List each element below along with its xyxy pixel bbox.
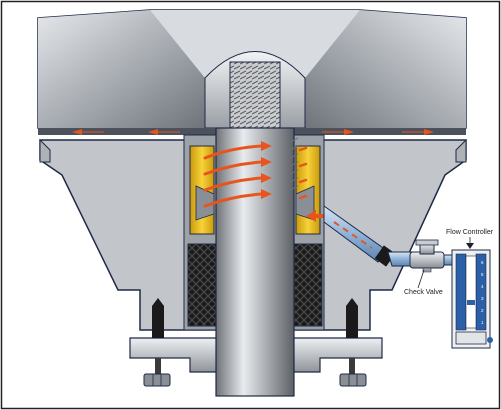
- gauge-float: [467, 300, 475, 305]
- right-flow-dashes: [298, 146, 308, 200]
- threaded-bore: [229, 61, 281, 129]
- swirl-arrow-3: [203, 176, 264, 192]
- orange-arrow-icon: [322, 129, 354, 135]
- gauge-tube: [465, 255, 477, 329]
- top-cover-ridge: [150, 10, 360, 78]
- pump-shaft: [215, 127, 295, 397]
- gland-plate-left: [129, 337, 217, 373]
- gauge-tick: 1: [481, 320, 484, 325]
- flow-controller-label: Flow Controller: [446, 229, 494, 236]
- gauge-strip-right: [475, 253, 487, 331]
- swirl-flow-arrows: [203, 144, 264, 208]
- check-valve: [409, 239, 445, 273]
- check-valve-label: Check Valve: [404, 289, 443, 296]
- orange-arrow-icon: [261, 189, 272, 199]
- swirl-arrow-2: [203, 160, 264, 176]
- lantern-ring-left-groove: [195, 185, 215, 221]
- packing-left: [187, 243, 217, 327]
- orange-arrow-icon: [261, 157, 272, 167]
- top-cover-right-face: [305, 10, 466, 128]
- gauge-tick: 5: [481, 272, 484, 277]
- top-cover-left-face: [38, 10, 205, 128]
- swirl-arrow-1: [203, 144, 264, 160]
- bolt-icon: [152, 298, 164, 376]
- right-flange-notch: [455, 138, 467, 163]
- orange-arrow-icon: [72, 129, 104, 135]
- flow-controller: [451, 249, 493, 349]
- orange-arrow-icon: [306, 210, 336, 222]
- lantern-ring-right-groove: [295, 185, 315, 221]
- gauge-ticks: 6 5 4 3 2 1: [481, 260, 484, 325]
- gauge-tick: 6: [481, 260, 484, 265]
- tube-fitting: [374, 245, 396, 267]
- orange-arrow-icon: [261, 173, 272, 183]
- gauge-base: [455, 331, 487, 345]
- gauge-tick: 2: [481, 308, 484, 313]
- gauge-strip-left: [455, 253, 467, 331]
- swirl-arrowheads: [261, 141, 272, 199]
- flow-controller-pointer-head: [466, 243, 474, 249]
- tube-to-check-valve: [387, 251, 413, 267]
- gland-plate-right: [293, 337, 383, 373]
- packing-right: [293, 243, 323, 327]
- orange-arrow-icon: [261, 141, 272, 151]
- shaft-thread-marks: [289, 137, 299, 191]
- gauge-tick: 4: [481, 284, 484, 289]
- swirl-arrow-4: [203, 192, 264, 208]
- check-valve-pointer: [417, 269, 425, 289]
- left-flange-notch: [39, 138, 51, 163]
- gauge-tick: 3: [481, 296, 484, 301]
- hex-nut-icon: [143, 373, 171, 387]
- orange-arrow-icon: [148, 129, 180, 135]
- bolt-icon: [346, 298, 358, 376]
- hex-nut-icon: [339, 373, 367, 387]
- orange-arrow-icon: [402, 129, 434, 135]
- gauge-outlet-icon: [487, 337, 493, 343]
- tube-flow-dashes: [333, 221, 373, 249]
- gap-flow-arrows: [72, 129, 434, 135]
